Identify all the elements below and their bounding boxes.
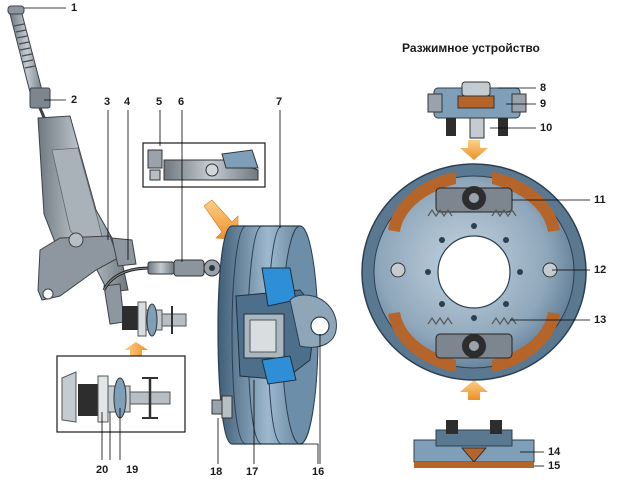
- shoe-return-springs: [427, 208, 517, 326]
- brake-cable: [102, 259, 221, 291]
- detail-inset-bottom: [56, 355, 186, 433]
- callout-1: 1: [71, 2, 78, 14]
- leader-lines: [24, 7, 590, 467]
- hub-assembly: [122, 301, 187, 337]
- brake-drum: [211, 225, 337, 445]
- callout-18: 18: [210, 466, 223, 478]
- callout-2: 2: [71, 94, 78, 106]
- callout-13: 13: [594, 314, 607, 326]
- expander-title: Разжимное устройство: [402, 41, 540, 55]
- callout-8: 8: [540, 82, 547, 94]
- callout-11: 11: [594, 194, 606, 206]
- detail-inset-top: [142, 142, 266, 188]
- callout-5: 5: [156, 96, 163, 108]
- callout-15: 15: [548, 460, 561, 472]
- parking-brake-lever: [7, 5, 137, 325]
- rod-spring: [13, 23, 36, 69]
- expander-bottom: [413, 420, 535, 468]
- callout-19: 19: [126, 464, 139, 476]
- expander-top: [427, 81, 527, 139]
- brake-backplate: [361, 163, 587, 381]
- callout-16: 16: [312, 466, 325, 478]
- callout-10: 10: [540, 122, 553, 134]
- callout-14: 14: [548, 446, 561, 458]
- callout-7: 7: [276, 96, 283, 108]
- callout-9: 9: [540, 98, 547, 110]
- callout-12: 12: [594, 264, 607, 276]
- callout-4: 4: [124, 96, 131, 108]
- callout-3: 3: [104, 96, 111, 108]
- callout-20: 20: [96, 464, 109, 476]
- callout-17: 17: [246, 466, 259, 478]
- callout-6: 6: [178, 96, 185, 108]
